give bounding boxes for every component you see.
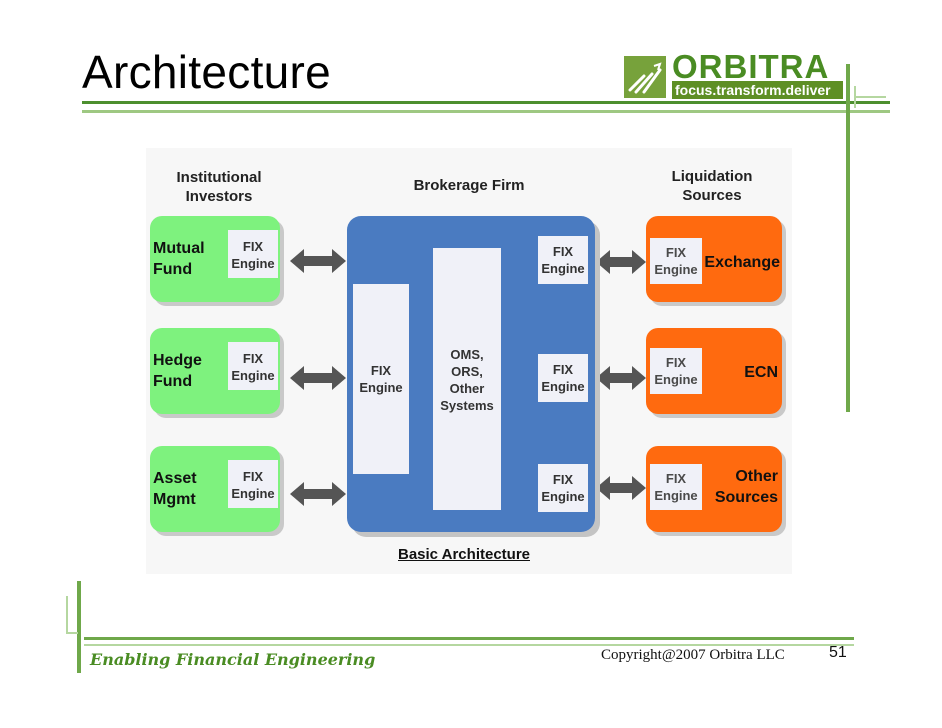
corner-accent-line-h: [854, 96, 886, 98]
systems-line: ORS,: [451, 364, 483, 379]
header-rule-light: [82, 110, 890, 113]
investor-label-line2: Fund: [153, 373, 193, 390]
liquidity-label-line1: Other: [735, 468, 778, 485]
liquidation-heading-line1: Liquidation: [671, 168, 753, 185]
copyright-notice: Copyright@2007 Orbitra LLC: [601, 647, 785, 663]
footer-corner-line: [66, 596, 68, 634]
double-arrow-icon: [290, 249, 346, 506]
liquidation-heading: Liquidation Sources: [652, 167, 772, 205]
footer-rule: [84, 637, 854, 640]
investor-label-line1: Hedge: [153, 352, 202, 369]
logo-mark-icon: [624, 56, 666, 98]
fix-engine-line1: FIX: [552, 472, 574, 487]
fix-engine-line2: Engine: [231, 486, 275, 501]
fix-engine-line1: FIX: [665, 355, 687, 370]
fix-engine-box: FIX Engine: [650, 238, 702, 284]
liquidity-label-line2: Sources: [714, 489, 778, 506]
liquidity-label: ECN: [744, 362, 778, 383]
fix-engine-box: FIX Engine: [228, 460, 278, 508]
fix-engine-line2: Engine: [231, 256, 275, 271]
liquidation-heading-line2: Sources: [682, 187, 742, 204]
investor-box-hedge-fund: Hedge Fund FIX Engine: [150, 328, 280, 414]
header-rule: [82, 101, 890, 104]
liquidity-label-line1: ECN: [744, 364, 778, 381]
fix-engine-box: FIX Engine: [650, 348, 702, 394]
fix-engine-box: FIX Engine: [228, 230, 278, 278]
liquidity-label: Exchange: [704, 252, 780, 273]
fix-engine-line1: FIX: [665, 471, 687, 486]
logo-name: ORBITRA: [672, 48, 830, 85]
investor-box-mutual-fund: Mutual Fund FIX Engine: [150, 216, 280, 302]
diagram-caption: Basic Architecture: [398, 546, 530, 563]
fix-engine-line2: Engine: [654, 262, 698, 277]
investors-heading-line1: Institutional: [176, 169, 262, 186]
fix-engine-line2: Engine: [541, 379, 585, 394]
fix-engine-line2: Engine: [541, 261, 585, 276]
oms-systems-box: OMS, ORS, Other Systems: [433, 248, 501, 510]
outbound-fix-engine: FIX Engine: [538, 354, 588, 402]
investor-label-line1: Mutual: [153, 240, 205, 257]
fix-engine-line1: FIX: [552, 362, 574, 377]
fix-engine-line2: Engine: [654, 488, 698, 503]
systems-line: OMS,: [450, 347, 484, 362]
liquidity-label-line1: Exchange: [704, 254, 780, 271]
page-number: 51: [829, 644, 847, 661]
fix-engine-line1: FIX: [665, 245, 687, 260]
brokerage-heading: Brokerage Firm: [413, 177, 525, 194]
fix-engine-line1: FIX: [370, 363, 392, 378]
footer-accent-bar: [77, 581, 81, 673]
investors-heading: Institutional Investors: [160, 168, 278, 206]
logo-tagline: focus.transform.deliver: [672, 81, 843, 99]
investor-label-line2: Fund: [153, 261, 193, 278]
orbitra-logo: ORBITRA focus.transform.deliver: [624, 48, 843, 102]
fix-engine-line2: Engine: [541, 489, 585, 504]
outbound-fix-engine: FIX Engine: [538, 464, 588, 512]
slide-title: Architecture: [82, 46, 332, 98]
inbound-fix-engine: FIX Engine: [353, 284, 409, 474]
investor-label: Mutual Fund: [153, 238, 205, 280]
fix-engine-box: FIX Engine: [650, 464, 702, 510]
systems-line: Systems: [440, 398, 494, 413]
footer-rule-light: [84, 644, 854, 646]
liquidity-box-other-sources: FIX Engine Other Sources: [646, 446, 782, 532]
liquidity-label: Other Sources: [715, 466, 778, 508]
double-arrow-icon: [596, 250, 646, 500]
investor-label: Hedge Fund: [153, 350, 202, 392]
footer-tagline: Enabling Financial Engineering: [90, 650, 376, 669]
investor-box-asset-mgmt: Asset Mgmt FIX Engine: [150, 446, 280, 532]
vertical-accent-bar: [846, 64, 850, 412]
investor-label-line2: Mgmt: [153, 491, 196, 508]
investor-label-line1: Asset: [153, 470, 197, 487]
liquidity-box-ecn: FIX Engine ECN: [646, 328, 782, 414]
fix-engine-line1: FIX: [242, 469, 264, 484]
fix-engine-box: FIX Engine: [228, 342, 278, 390]
fix-engine-line1: FIX: [552, 244, 574, 259]
fix-engine-line2: Engine: [654, 372, 698, 387]
systems-line: Other: [449, 381, 485, 396]
investor-label: Asset Mgmt: [153, 468, 197, 510]
brokerage-firm-box: FIX Engine OMS, ORS, Other Systems FIX E…: [347, 216, 595, 532]
investors-heading-line2: Investors: [185, 188, 253, 205]
outbound-fix-engine: FIX Engine: [538, 236, 588, 284]
fix-engine-line1: FIX: [242, 239, 264, 254]
fix-engine-line2: Engine: [231, 368, 275, 383]
footer-corner-line-h: [66, 632, 78, 634]
fix-engine-line2: Engine: [359, 380, 403, 395]
liquidity-box-exchange: FIX Engine Exchange: [646, 216, 782, 302]
fix-engine-line1: FIX: [242, 351, 264, 366]
